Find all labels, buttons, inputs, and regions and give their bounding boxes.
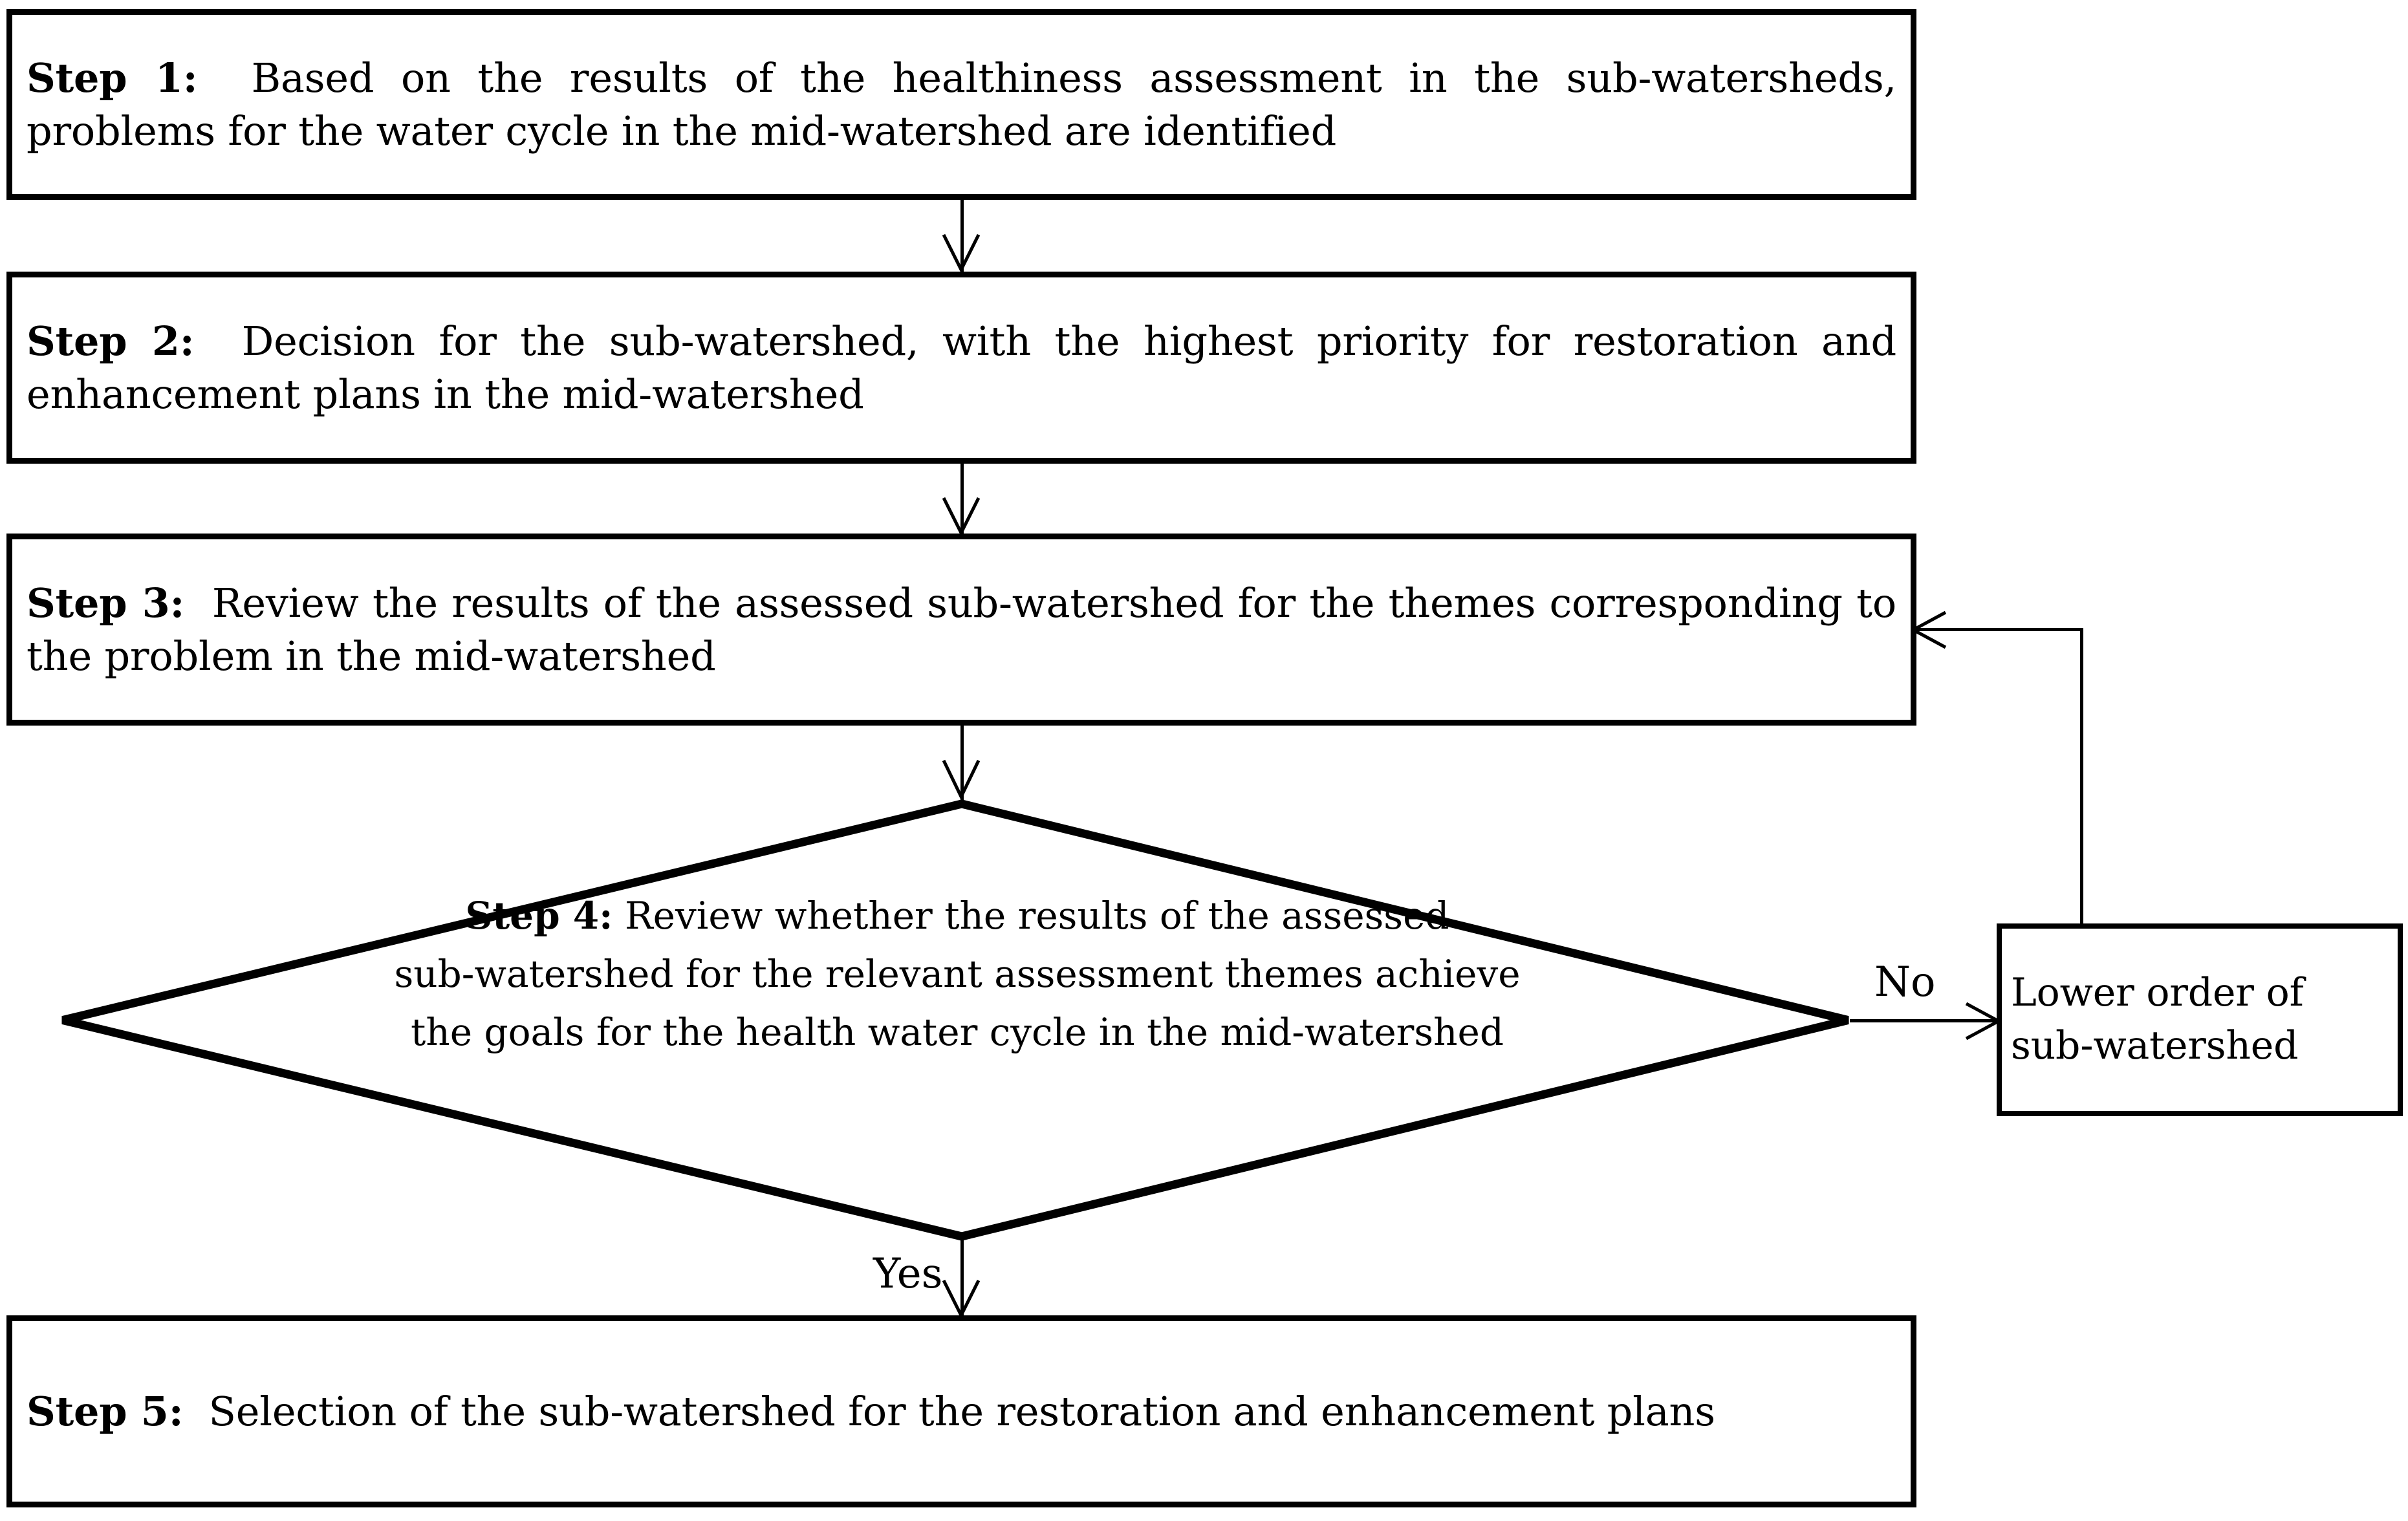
step1-label: Step 1: [27, 54, 198, 102]
step3-box: Step 3: Review the results of the assess… [6, 534, 1916, 726]
connector-step1-to-step2 [960, 200, 964, 272]
connector-step4-yes-to-step5 [960, 1240, 964, 1318]
step4-text: Step 4: Review whether the results of th… [278, 887, 1636, 1062]
step4-line3: the goals for the health water cycle in … [411, 1009, 1504, 1054]
connector-step2-to-step3 [960, 464, 964, 535]
connector-lower-order-to-step3 [1913, 628, 2082, 631]
lower-order-line2: sub-watershed [2011, 1023, 2299, 1068]
step5-text: Step 5: Selection of the sub-watershed f… [12, 1385, 1911, 1438]
step1-body: Based on the results of the healthiness … [27, 54, 1896, 155]
decision-diamond [58, 797, 1854, 1243]
step4-line1: Step 4: Review whether the results of th… [278, 887, 1636, 945]
step4-line1-text: Review whether the results of the assess… [625, 894, 1449, 938]
step1-box: Step 1: Based on the results of the heal… [6, 9, 1916, 200]
lower-order-line1: Lower order of [2011, 970, 2304, 1016]
lower-order-box: Lower order of sub-watershed [1997, 923, 2403, 1116]
step3-label: Step 3: [27, 579, 185, 627]
lower-order-text: Lower order of sub-watershed [2002, 967, 2398, 1072]
step2-label: Step 2: [27, 317, 195, 365]
step4-line2: sub-watershed for the relevant assessmen… [394, 951, 1521, 996]
arrowhead-step5 [942, 1279, 981, 1319]
step2-text: Step 2: Decision for the sub-watershed, … [12, 315, 1911, 421]
step3-body: Review the results of the assessed sub-w… [27, 579, 1896, 680]
step2-body: Decision for the sub-watershed, with the… [27, 317, 1896, 418]
diamond-shape [61, 799, 1849, 1241]
step5-body: Selection of the sub-watershed for the r… [208, 1387, 1715, 1435]
edge-label-yes: Yes [873, 1250, 943, 1298]
arrowhead-step3 [942, 497, 981, 537]
connector-step4-no-to-lower-order [1850, 1019, 2000, 1022]
arrowhead-step2 [942, 233, 981, 274]
step3-text: Step 3: Review the results of the assess… [12, 577, 1911, 683]
step2-box: Step 2: Decision for the sub-watershed, … [6, 272, 1916, 464]
step1-text: Step 1: Based on the results of the heal… [12, 52, 1911, 158]
arrowhead-step4 [942, 759, 981, 801]
connector-step3-to-step4 [960, 726, 964, 800]
step5-box: Step 5: Selection of the sub-watershed f… [6, 1315, 1916, 1507]
edge-label-no: No [1874, 958, 1936, 1006]
step4-label: Step 4: [465, 894, 613, 938]
connector-lower-order-riser [2080, 628, 2083, 925]
step5-label: Step 5: [27, 1387, 184, 1435]
